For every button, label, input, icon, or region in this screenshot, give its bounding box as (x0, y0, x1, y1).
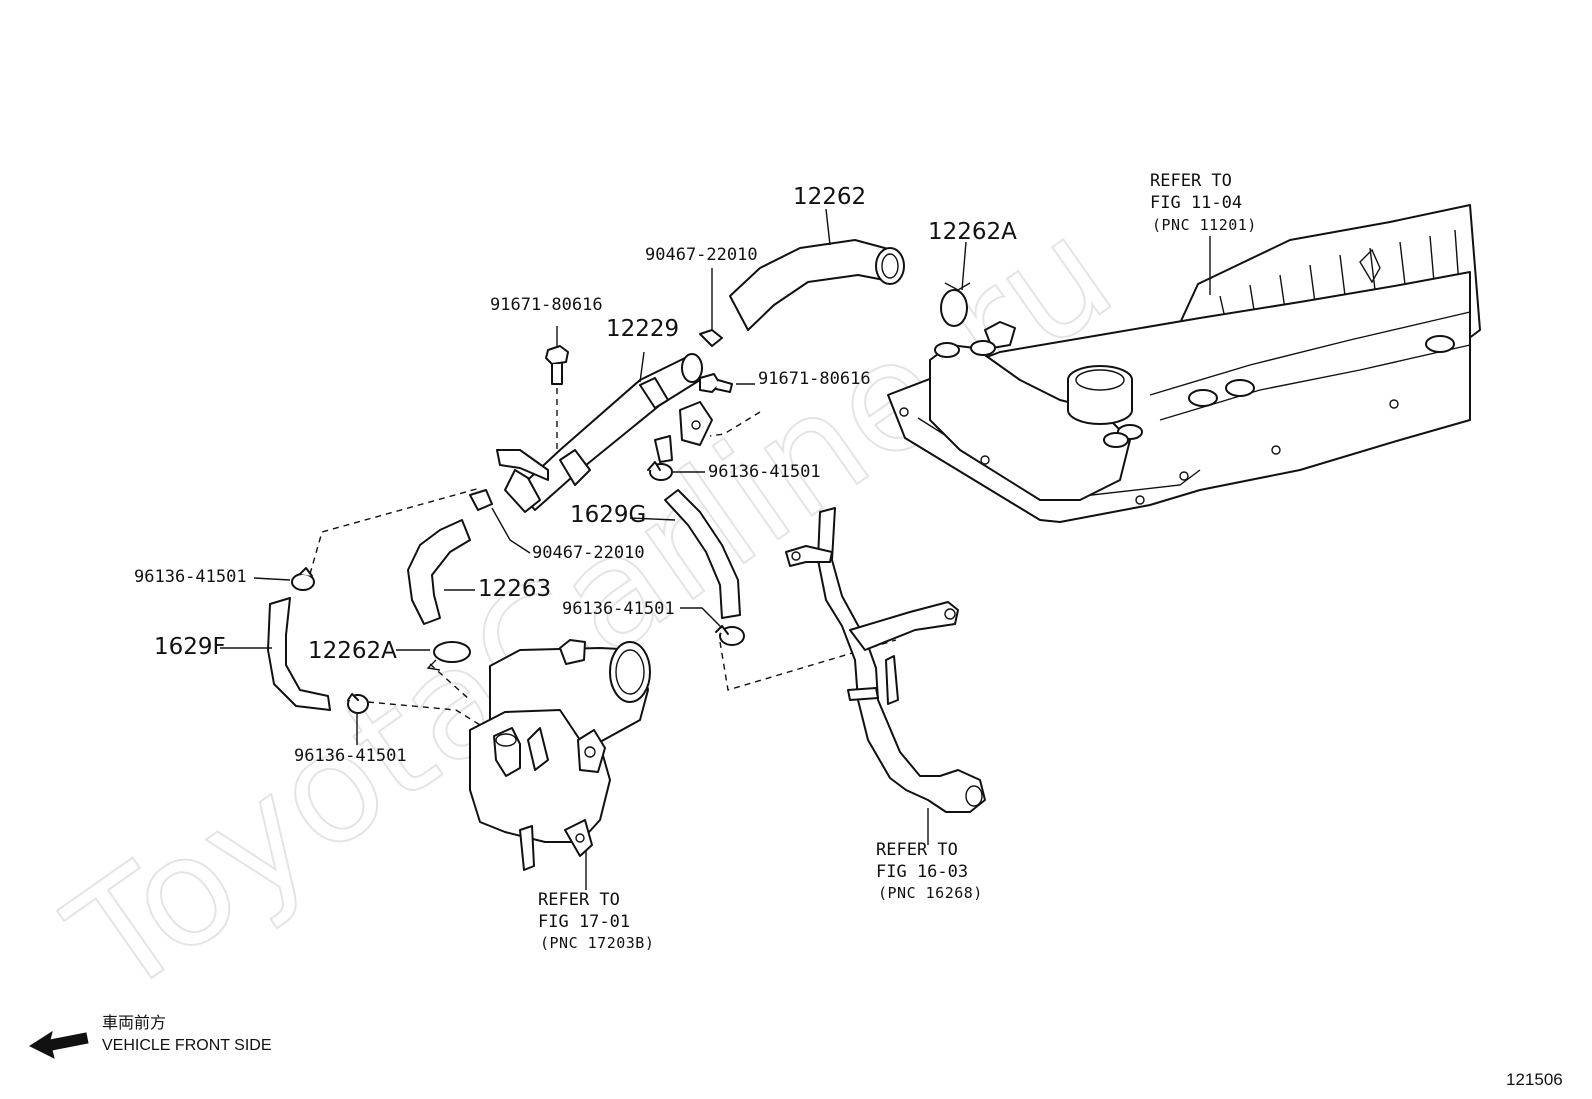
label-12262: 12262 (793, 184, 866, 210)
cylinder-head-assembly (887, 204, 1481, 523)
refer-11-04-line3: (PNC 11201) (1152, 216, 1257, 234)
label-96136-left: 96136-41501 (134, 567, 247, 587)
refer-11-04: REFER TO FIG 11-04 (PNC 11201) (1150, 171, 1257, 234)
hose-1629g (629, 489, 741, 619)
bolt-91671-right (699, 373, 761, 437)
label-group: 12262 12262A 90467-22010 91671-80616 122… (134, 184, 1017, 766)
legend-english: VEHICLE FRONT SIDE (102, 1037, 272, 1054)
label-1629g: 1629G (570, 502, 646, 528)
label-96136-mid: 96136-41501 (562, 599, 675, 619)
hose-1629f (220, 597, 331, 711)
seal-12262a-top (940, 241, 971, 327)
clip-90467-top (699, 268, 723, 347)
refer-17-01-line2: FIG 17-01 (538, 912, 630, 932)
label-91671-right: 91671-80616 (758, 369, 871, 389)
label-91671-left: 91671-80616 (490, 295, 603, 315)
label-90467-top: 90467-22010 (645, 245, 758, 265)
front-arrow-icon (28, 1030, 89, 1059)
refer-11-04-line2: FIG 11-04 (1150, 193, 1242, 213)
label-12263: 12263 (478, 576, 551, 602)
refer-17-01-line1: REFER TO (538, 890, 620, 910)
clamp-96136-low (347, 693, 369, 745)
label-12262a-low: 12262A (308, 638, 397, 664)
refer-16-03-line3: (PNC 16268) (878, 884, 983, 902)
refer-16-03-line1: REFER TO (876, 840, 958, 860)
label-12229: 12229 (606, 316, 679, 342)
refer-17-01-line3: (PNC 17203B) (540, 934, 654, 952)
refer-16-03: REFER TO FIG 16-03 (PNC 16268) (876, 840, 983, 902)
label-90467-mid: 90467-22010 (532, 543, 645, 563)
label-1629f: 1629F (154, 634, 226, 660)
bypass-pipe (785, 507, 986, 845)
label-96136-upper: 96136-41501 (708, 462, 821, 482)
water-outlet-housing (469, 639, 651, 890)
clamp-96136-mid (680, 607, 745, 646)
pipe-12229 (496, 351, 713, 513)
hose-12263 (407, 519, 475, 625)
clamp-96136-left (253, 567, 315, 591)
label-12262a-top: 12262A (928, 219, 1017, 245)
seal-12262a-low (396, 641, 471, 671)
figure-code: 121506 (1506, 1070, 1563, 1089)
vehicle-front-legend: 車両前方 VEHICLE FRONT SIDE (28, 1014, 272, 1059)
hose-12262 (729, 208, 905, 331)
label-96136-low: 96136-41501 (294, 746, 407, 766)
refer-11-04-line1: REFER TO (1150, 171, 1232, 191)
clamp-96136-upper (647, 461, 705, 481)
refer-17-01: REFER TO FIG 17-01 (PNC 17203B) (538, 890, 654, 952)
clip-90467-mid (469, 489, 531, 554)
bolt-91671-left (545, 326, 569, 450)
refer-16-03-line2: FIG 16-03 (876, 862, 968, 882)
legend-japanese: 車両前方 (102, 1014, 166, 1032)
